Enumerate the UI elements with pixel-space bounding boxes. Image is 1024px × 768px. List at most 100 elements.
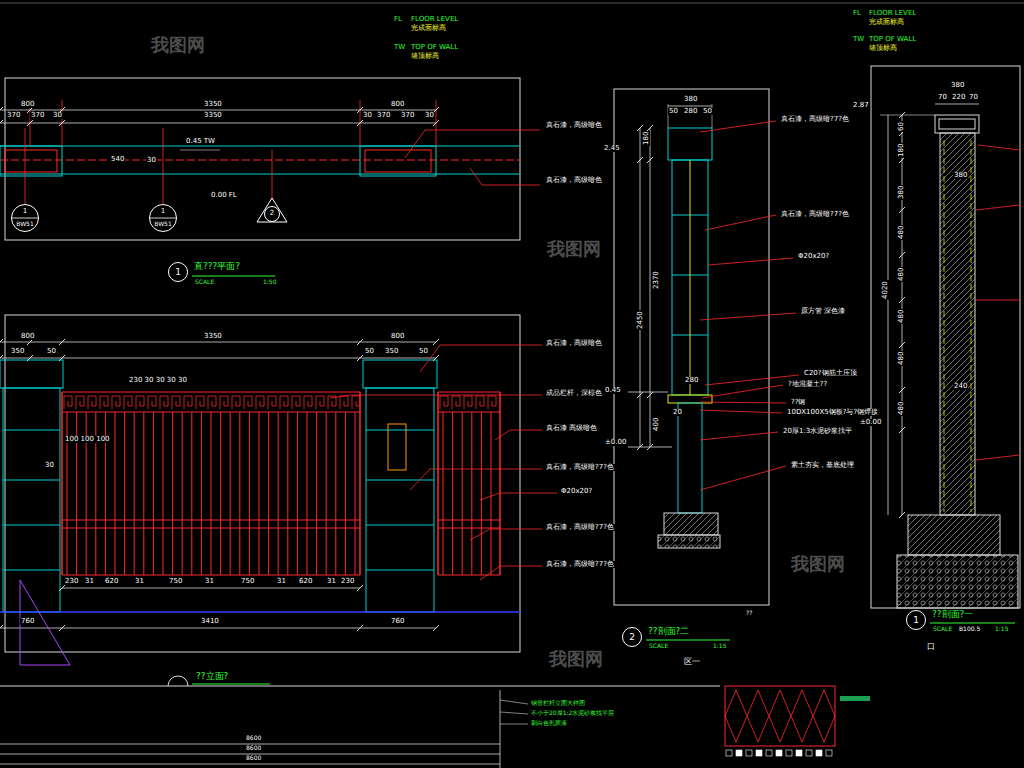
fence-rail [62, 391, 360, 392]
annotation-text: 墙顶标高 [410, 53, 440, 60]
pillar-body [3, 388, 60, 612]
dimension-text: 480 [898, 351, 905, 366]
annotation-text: FLOOR LEVEL [868, 10, 917, 17]
leader-line [470, 529, 542, 540]
fence-ornament [452, 396, 460, 409]
dimension-text: 2.45 [603, 145, 621, 152]
fence-bar [297, 412, 298, 575]
dimension-text: 760 [390, 618, 405, 625]
dimension-line [0, 342, 436, 343]
fence-bar [220, 412, 221, 575]
leader-line [700, 313, 796, 320]
fence-ornament [476, 396, 484, 409]
leader-line [700, 402, 786, 403]
dimension-tick [637, 157, 643, 163]
dimension-tick [0, 120, 3, 126]
fence-ornament [256, 396, 264, 409]
rebar-line [690, 160, 691, 395]
dimension-text: 50 [418, 348, 429, 355]
fence-post [499, 392, 501, 575]
dimension-tick [899, 342, 905, 348]
dimension-text: 60 [898, 121, 905, 132]
annotation-text: ??立面? [195, 672, 229, 681]
watermark: 我图网 [548, 650, 604, 668]
dimension-text: 20 [672, 409, 683, 416]
lattice-square [736, 750, 742, 756]
dimension-text: 31 [326, 578, 337, 585]
fence-bar [471, 412, 472, 575]
marker-circle [265, 207, 280, 222]
fence-ornament [208, 396, 216, 409]
foundation-wall [678, 403, 702, 513]
dimension-text: 30 [362, 112, 373, 119]
dimension-tick [899, 297, 905, 303]
annotation-text: TOP OF WALL [410, 44, 459, 51]
leader-line [700, 121, 776, 132]
fence-ornament [352, 396, 360, 409]
marker-circle [169, 263, 188, 282]
lattice-diamond [769, 690, 791, 742]
leader-line [700, 466, 786, 490]
dimension-text: 0.00 FL [210, 192, 238, 199]
lattice-square [786, 750, 792, 756]
dimension-text: 800 [390, 333, 405, 340]
leader-line [976, 455, 1020, 460]
dimension-text: 70 [968, 94, 979, 101]
fence-bar [153, 412, 154, 575]
view-frame [871, 66, 1020, 608]
dimension-tick [433, 355, 439, 361]
dimension-text: 750 [240, 578, 255, 585]
dimension-tick [27, 120, 33, 126]
section-cut-line [163, 128, 164, 204]
annotation-text: 区一 [683, 658, 701, 666]
annotation-text: 不小于20厚1:2水泥砂浆找平层 [530, 710, 615, 716]
dimension-line [62, 588, 360, 589]
wall-line [0, 146, 520, 147]
dimension-tick [647, 157, 653, 163]
title-underline [646, 640, 730, 641]
leader-line [705, 215, 776, 230]
leader-line [702, 385, 783, 398]
fence-post [359, 392, 361, 575]
dimension-text: 10DX100X5钢板?与?钢焊接 [786, 409, 879, 416]
annotation-text: 真石漆，高级暗色 [545, 177, 603, 184]
dimension-text: 0.45 TW [185, 138, 216, 145]
pillar-joint [366, 570, 434, 571]
annotation-text: FL [852, 10, 862, 17]
fence-bar [268, 412, 269, 575]
dimension-text: 370 [30, 112, 45, 119]
fence-ornament [340, 396, 348, 409]
fence-ornament [220, 396, 228, 409]
dimension-text: 350 [384, 348, 399, 355]
center-line [0, 160, 520, 161]
dimension-text: 50 [364, 348, 375, 355]
annotation-text: 真石漆，高级暗色 [545, 340, 603, 347]
dimension-text: 1:15 [994, 626, 1009, 632]
fence-ornament [160, 396, 168, 409]
annotation-text: 完成面标高 [868, 19, 905, 26]
lattice-square [726, 750, 732, 756]
lattice-diamond [791, 690, 813, 742]
section-marker: 1BW51 [11, 204, 39, 232]
view-frame [5, 315, 520, 652]
marker-number: 1 [906, 610, 926, 630]
fence-bar [172, 412, 173, 575]
marker-circle [12, 205, 39, 232]
dimension-text: 480 [898, 225, 905, 240]
dimension-tick [59, 355, 65, 361]
dimension-text: 380 [950, 82, 965, 89]
dimension-text: 0.45 [604, 387, 622, 394]
lattice-square [766, 750, 772, 756]
dimension-text: 70 [937, 94, 948, 101]
leader-line [700, 410, 782, 413]
annotation-text: SCALE [194, 279, 215, 285]
fence-rail [62, 528, 360, 529]
rebar-line [971, 140, 972, 512]
fence-bar [211, 412, 212, 575]
sheet-border [0, 3, 1024, 4]
fence-rail [438, 520, 500, 521]
marker-circle [907, 611, 926, 630]
fence-ornament [64, 396, 72, 409]
dimension-text: 370 [400, 112, 415, 119]
